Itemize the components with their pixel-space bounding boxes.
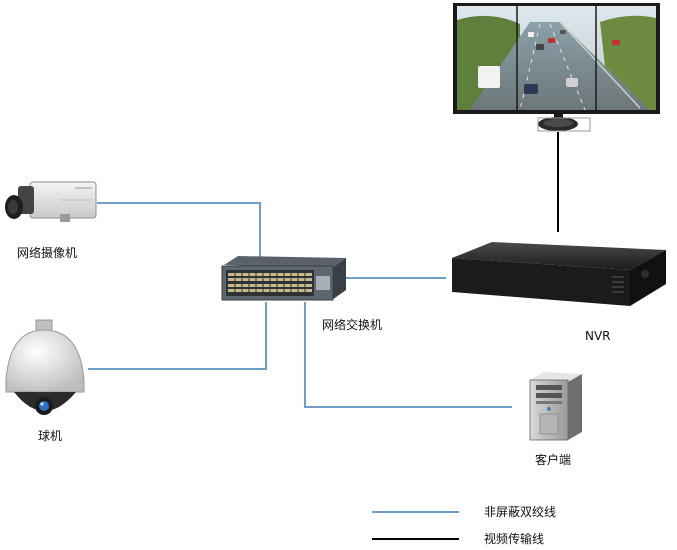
nvr (452, 242, 666, 306)
ip-camera (5, 181, 97, 222)
legend-symbols (372, 511, 459, 540)
network-switch (221, 256, 346, 301)
network-switch-label: 网络交换机 (322, 318, 383, 332)
monitor (453, 3, 660, 132)
camera-to-switch-line (97, 202, 261, 258)
dome-camera-label: 球机 (38, 429, 63, 443)
dome-to-switch-line (88, 302, 267, 370)
legend-video-label: 视频传输线 (484, 532, 545, 546)
ip-camera-label: 网络摄像机 (17, 246, 78, 260)
utp-connections (88, 202, 512, 408)
dome-camera (5, 319, 85, 415)
switch-to-client-line (304, 302, 512, 408)
monitor-screen (457, 6, 656, 111)
client-pc-label: 客户端 (535, 453, 572, 467)
client-pc (529, 372, 582, 441)
legend-utp-label: 非屏蔽双绞线 (484, 505, 557, 519)
nvr-label: NVR (585, 329, 611, 343)
